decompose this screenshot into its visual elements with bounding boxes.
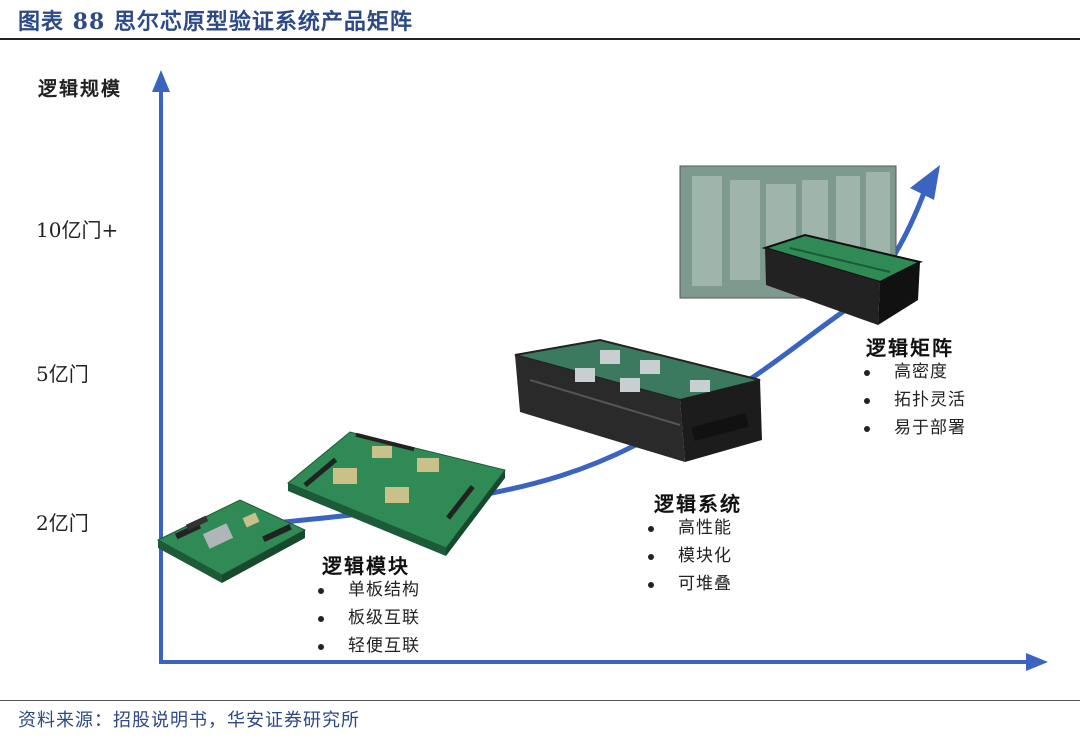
stage-bullets-system: 高性能 模块化 可堆叠 [648,514,732,598]
bullet-dot-icon [864,370,870,376]
bullet-dot-icon [864,398,870,404]
bullet-text: 单板结构 [348,580,420,600]
x-axis [159,653,1048,671]
bullet-dot-icon [318,616,324,622]
matrix-rack-image [680,166,920,325]
system-chassis-image [515,340,762,462]
bullet-text: 可堆叠 [678,574,732,594]
module-board-image [158,500,305,583]
stage-bullets-module: 单板结构 板级互联 轻便互联 [318,576,420,660]
bottom-rule [0,700,1080,701]
y-axis [152,70,170,664]
bullet-text: 板级互联 [348,608,420,628]
bullet-dot-icon [648,554,654,560]
bullet-dot-icon [648,526,654,532]
bullet-text: 易于部署 [894,418,966,438]
bullet-item: 易于部署 [864,414,966,442]
bullet-dot-icon [318,644,324,650]
bullet-item: 板级互联 [318,604,420,632]
bullet-dot-icon [648,582,654,588]
y-axis-title: 逻辑规模 [38,74,122,101]
stage-bullets-matrix: 高密度 拓扑灵活 易于部署 [864,358,966,442]
bullet-dot-icon [864,426,870,432]
stage-title-system: 逻辑系统 [654,488,742,517]
stage-title-module: 逻辑模块 [322,550,410,579]
source-note: 资料来源：招股说明书，华安证券研究所 [18,706,360,732]
y-tick-label: 10亿门+ [36,214,118,243]
bullet-text: 拓扑灵活 [894,390,966,410]
bullet-item: 轻便互联 [318,632,420,660]
bullet-text: 模块化 [678,546,732,566]
bullet-item: 模块化 [648,542,732,570]
bullet-text: 轻便互联 [348,636,420,656]
bullet-dot-icon [318,588,324,594]
bullet-item: 拓扑灵活 [864,386,966,414]
bullet-item: 单板结构 [318,576,420,604]
bullet-item: 高性能 [648,514,732,542]
bullet-item: 高密度 [864,358,966,386]
bullet-item: 可堆叠 [648,570,732,598]
stage-title-matrix: 逻辑矩阵 [866,332,954,361]
y-tick-label: 2亿门 [36,507,89,536]
bullet-text: 高密度 [894,362,948,382]
large-board-image [288,432,505,556]
bullet-text: 高性能 [678,518,732,538]
y-tick-label: 5亿门 [36,358,89,387]
